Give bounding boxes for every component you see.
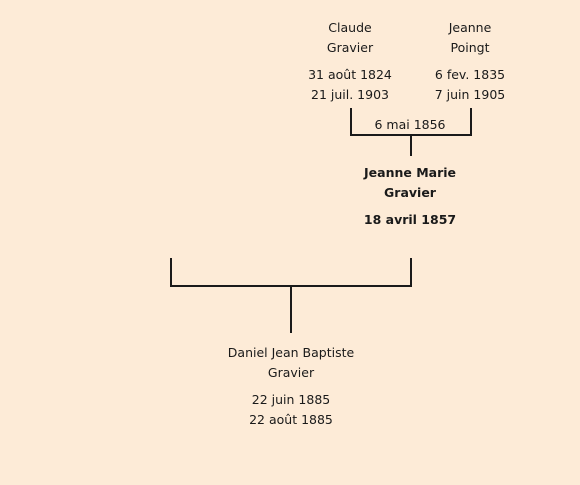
mother-dates: 6 fev. 1835 7 juin 1905 — [420, 65, 520, 105]
subject-birth-date: 18 avril 1857 — [363, 212, 457, 227]
mother-birth-date: 6 fev. 1835 — [434, 67, 506, 82]
union-connector-right — [410, 258, 412, 287]
parents-descent-line — [410, 134, 412, 156]
child-last-name: Gravier — [267, 365, 315, 380]
subject-first-name: Jeanne Marie — [364, 165, 456, 180]
father-card[interactable]: Claude Gravier 31 août 1824 21 juil. 190… — [300, 18, 400, 105]
father-dates: 31 août 1824 21 juil. 1903 — [300, 65, 400, 105]
union-connector-left — [170, 258, 172, 287]
subject-card[interactable]: Jeanne Marie Gravier 18 avril 1857 — [340, 163, 480, 230]
father-death-date: 21 juil. 1903 — [311, 87, 389, 102]
mother-first-name: Jeanne — [448, 20, 492, 35]
marriage-date: 6 mai 1856 — [374, 117, 446, 132]
mother-last-name: Poingt — [450, 40, 490, 55]
child-birth-date: 22 juin 1885 — [251, 392, 331, 407]
child-descent-line — [290, 285, 292, 333]
mother-death-date: 7 juin 1905 — [434, 87, 506, 102]
subject-last-name: Gravier — [384, 185, 436, 200]
parents-connector-right — [470, 108, 472, 136]
subject-dates: 18 avril 1857 — [340, 210, 480, 230]
child-card[interactable]: Daniel Jean Baptiste Gravier 22 juin 188… — [200, 343, 382, 430]
child-dates: 22 juin 1885 22 août 1885 — [200, 390, 382, 430]
child-death-date: 22 août 1885 — [249, 412, 333, 427]
father-last-name: Gravier — [326, 40, 374, 55]
mother-card[interactable]: Jeanne Poingt 6 fev. 1835 7 juin 1905 — [420, 18, 520, 105]
father-birth-date: 31 août 1824 — [308, 67, 392, 82]
father-first-name: Claude — [328, 20, 372, 35]
parents-connector-left — [350, 108, 352, 136]
child-first-name: Daniel Jean Baptiste — [227, 345, 355, 360]
